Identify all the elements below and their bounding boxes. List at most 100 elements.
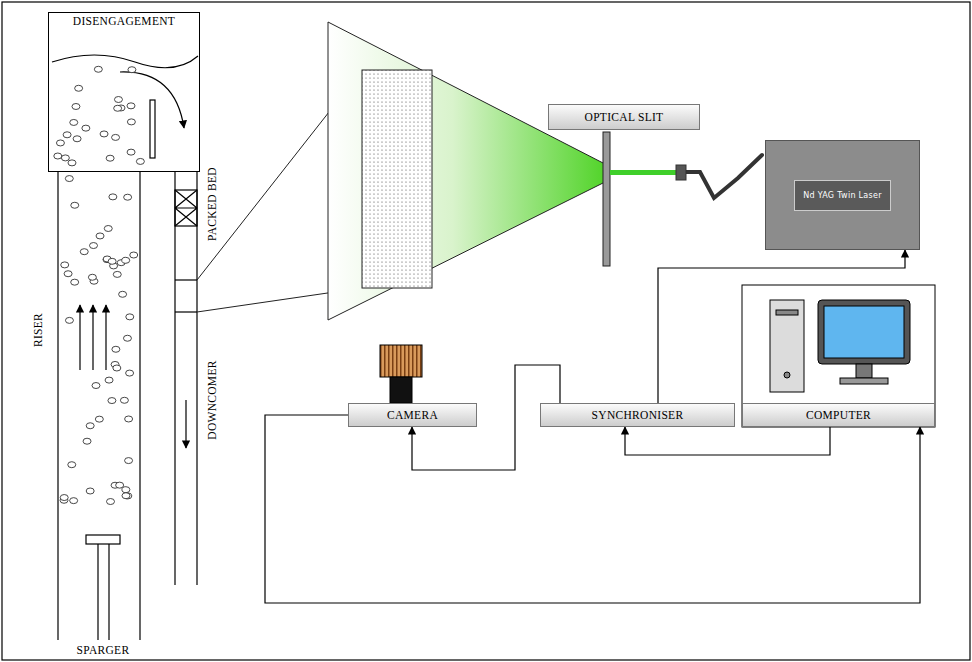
light-sheet [197, 22, 676, 320]
bubble [90, 243, 98, 249]
bubble [86, 488, 94, 494]
bubble [122, 487, 130, 493]
laser-sheet [328, 22, 605, 320]
downcomer-wall [196, 172, 197, 585]
packed-bed [175, 190, 197, 226]
bubble [68, 160, 76, 166]
bubble [60, 495, 68, 501]
drive [776, 310, 798, 315]
bubble [114, 97, 122, 103]
bubble [72, 103, 80, 109]
bubble [70, 119, 78, 125]
bubble [122, 493, 130, 499]
flow-arrow [185, 400, 186, 448]
computer-illustration [742, 285, 935, 427]
signal-line [658, 250, 905, 403]
downcomer-wall [174, 172, 175, 585]
bubble [113, 365, 121, 371]
arm-head [676, 165, 686, 180]
bubble [92, 383, 100, 389]
measurement-area [362, 70, 432, 288]
bubble [114, 105, 122, 111]
bubble [73, 136, 81, 142]
bubble [105, 377, 113, 383]
bubble [64, 271, 72, 277]
vertical-label: DOWNCOMER [206, 360, 218, 439]
window [175, 311, 197, 312]
bubble [119, 291, 127, 297]
bubble [86, 423, 94, 429]
baffle [150, 100, 155, 158]
flow-arrow [92, 305, 93, 370]
bubble [100, 131, 108, 137]
label-plate: OPTICAL SLIT [548, 104, 700, 130]
bubble [107, 499, 115, 505]
flow-arrow [120, 72, 184, 128]
bubbles [54, 66, 145, 504]
bubble [130, 252, 138, 258]
bubble [109, 194, 117, 200]
node-label: SYNCHRONISER [592, 409, 684, 421]
bubble [96, 233, 104, 239]
bubble [63, 132, 71, 138]
sparger-plate [86, 535, 120, 544]
node-label: COMPUTER [806, 409, 871, 421]
bubble [126, 314, 134, 320]
signal-line [625, 427, 830, 455]
label-plate: CAMERA [348, 403, 477, 427]
bubble [127, 149, 135, 155]
bubble [122, 257, 130, 263]
bubble [94, 66, 102, 72]
packed-bed [175, 190, 197, 226]
bubble [65, 317, 73, 323]
bubble [65, 176, 73, 182]
flow-arrow [105, 305, 106, 370]
bubble [126, 370, 134, 376]
node-label: Nd YAG Twin Laser [794, 180, 891, 211]
bubble [88, 274, 96, 280]
power-button [784, 372, 790, 378]
riser-wall [57, 172, 58, 640]
bubble [71, 202, 79, 208]
articulated-arm [678, 155, 762, 198]
bubble [108, 398, 116, 404]
bubble [108, 258, 116, 264]
bubble [104, 225, 112, 231]
label-plate: SYNCHRONISER [540, 403, 735, 427]
bubble [61, 262, 69, 268]
bubble [82, 125, 90, 131]
vertical-label: PACKED BED [206, 167, 218, 241]
bubble [128, 67, 136, 73]
part-label: SPARGER [77, 644, 130, 656]
bubble [83, 438, 91, 444]
bubble [71, 279, 79, 285]
vertical-label: RISER [32, 313, 44, 347]
flow-arrow [79, 305, 80, 370]
bubble [127, 119, 135, 125]
stand [856, 364, 872, 378]
laser-beam [610, 170, 676, 175]
bubble [112, 134, 120, 140]
bubble [125, 458, 133, 464]
bubble [120, 397, 128, 403]
bubble [54, 153, 62, 159]
bubble [95, 416, 103, 422]
sparger-pipe [108, 544, 109, 640]
laser-arm [676, 155, 762, 198]
bubble [112, 346, 120, 352]
reactor [52, 55, 198, 640]
sparger-pipe [97, 544, 98, 640]
label-plate: COMPUTER [742, 403, 935, 427]
camera-icon [380, 345, 422, 403]
bubble [127, 103, 135, 109]
bubble [80, 249, 88, 255]
signal-line [265, 415, 920, 603]
screen [824, 306, 904, 358]
bubble [106, 155, 114, 161]
computer-box [742, 285, 935, 427]
liquid-surface [52, 55, 198, 68]
